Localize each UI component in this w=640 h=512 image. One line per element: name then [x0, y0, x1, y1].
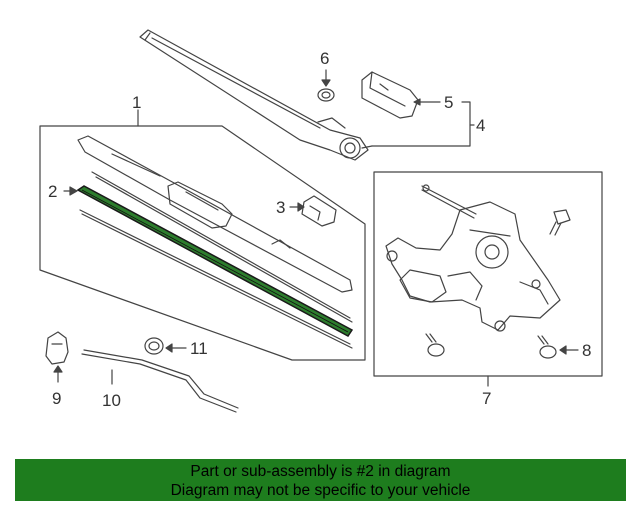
- bolt-top: [549, 209, 571, 236]
- grommet-part-11: [144, 337, 187, 355]
- callout-8: 8: [582, 341, 591, 360]
- callout-10: 10: [102, 391, 121, 410]
- box-part-1: [39, 125, 366, 361]
- bolt-part-8: [537, 335, 579, 359]
- bracket-part-9: [45, 331, 69, 383]
- blade-refill-part-2[interactable]: [76, 185, 354, 337]
- callout-9: 9: [52, 389, 61, 408]
- wiper-arm: [139, 29, 373, 161]
- clip-part-3: [289, 195, 337, 227]
- callout-2: 2: [48, 182, 57, 201]
- nut-part-6: [317, 69, 335, 102]
- banner-line-2: Diagram may not be specific to your vehi…: [170, 482, 471, 499]
- info-banner: Part or sub-assembly is #2 in diagram Di…: [15, 459, 626, 501]
- callout-1: 1: [132, 93, 141, 112]
- callout-6: 6: [320, 49, 329, 68]
- callout-5: 5: [444, 93, 453, 112]
- wiper-motor: [385, 184, 561, 332]
- callout-7: 7: [482, 389, 491, 408]
- callout-4: 4: [476, 116, 485, 135]
- callout-11: 11: [190, 339, 208, 358]
- cap-part-5: [361, 71, 441, 119]
- wiper-blade-assembly: [77, 135, 353, 349]
- hose-part-10: [81, 349, 239, 413]
- bolt-bottom-left: [425, 333, 445, 357]
- banner-line-1: Part or sub-assembly is #2 in diagram: [190, 463, 451, 480]
- leader-part-4: [371, 101, 475, 147]
- callout-3: 3: [276, 198, 285, 217]
